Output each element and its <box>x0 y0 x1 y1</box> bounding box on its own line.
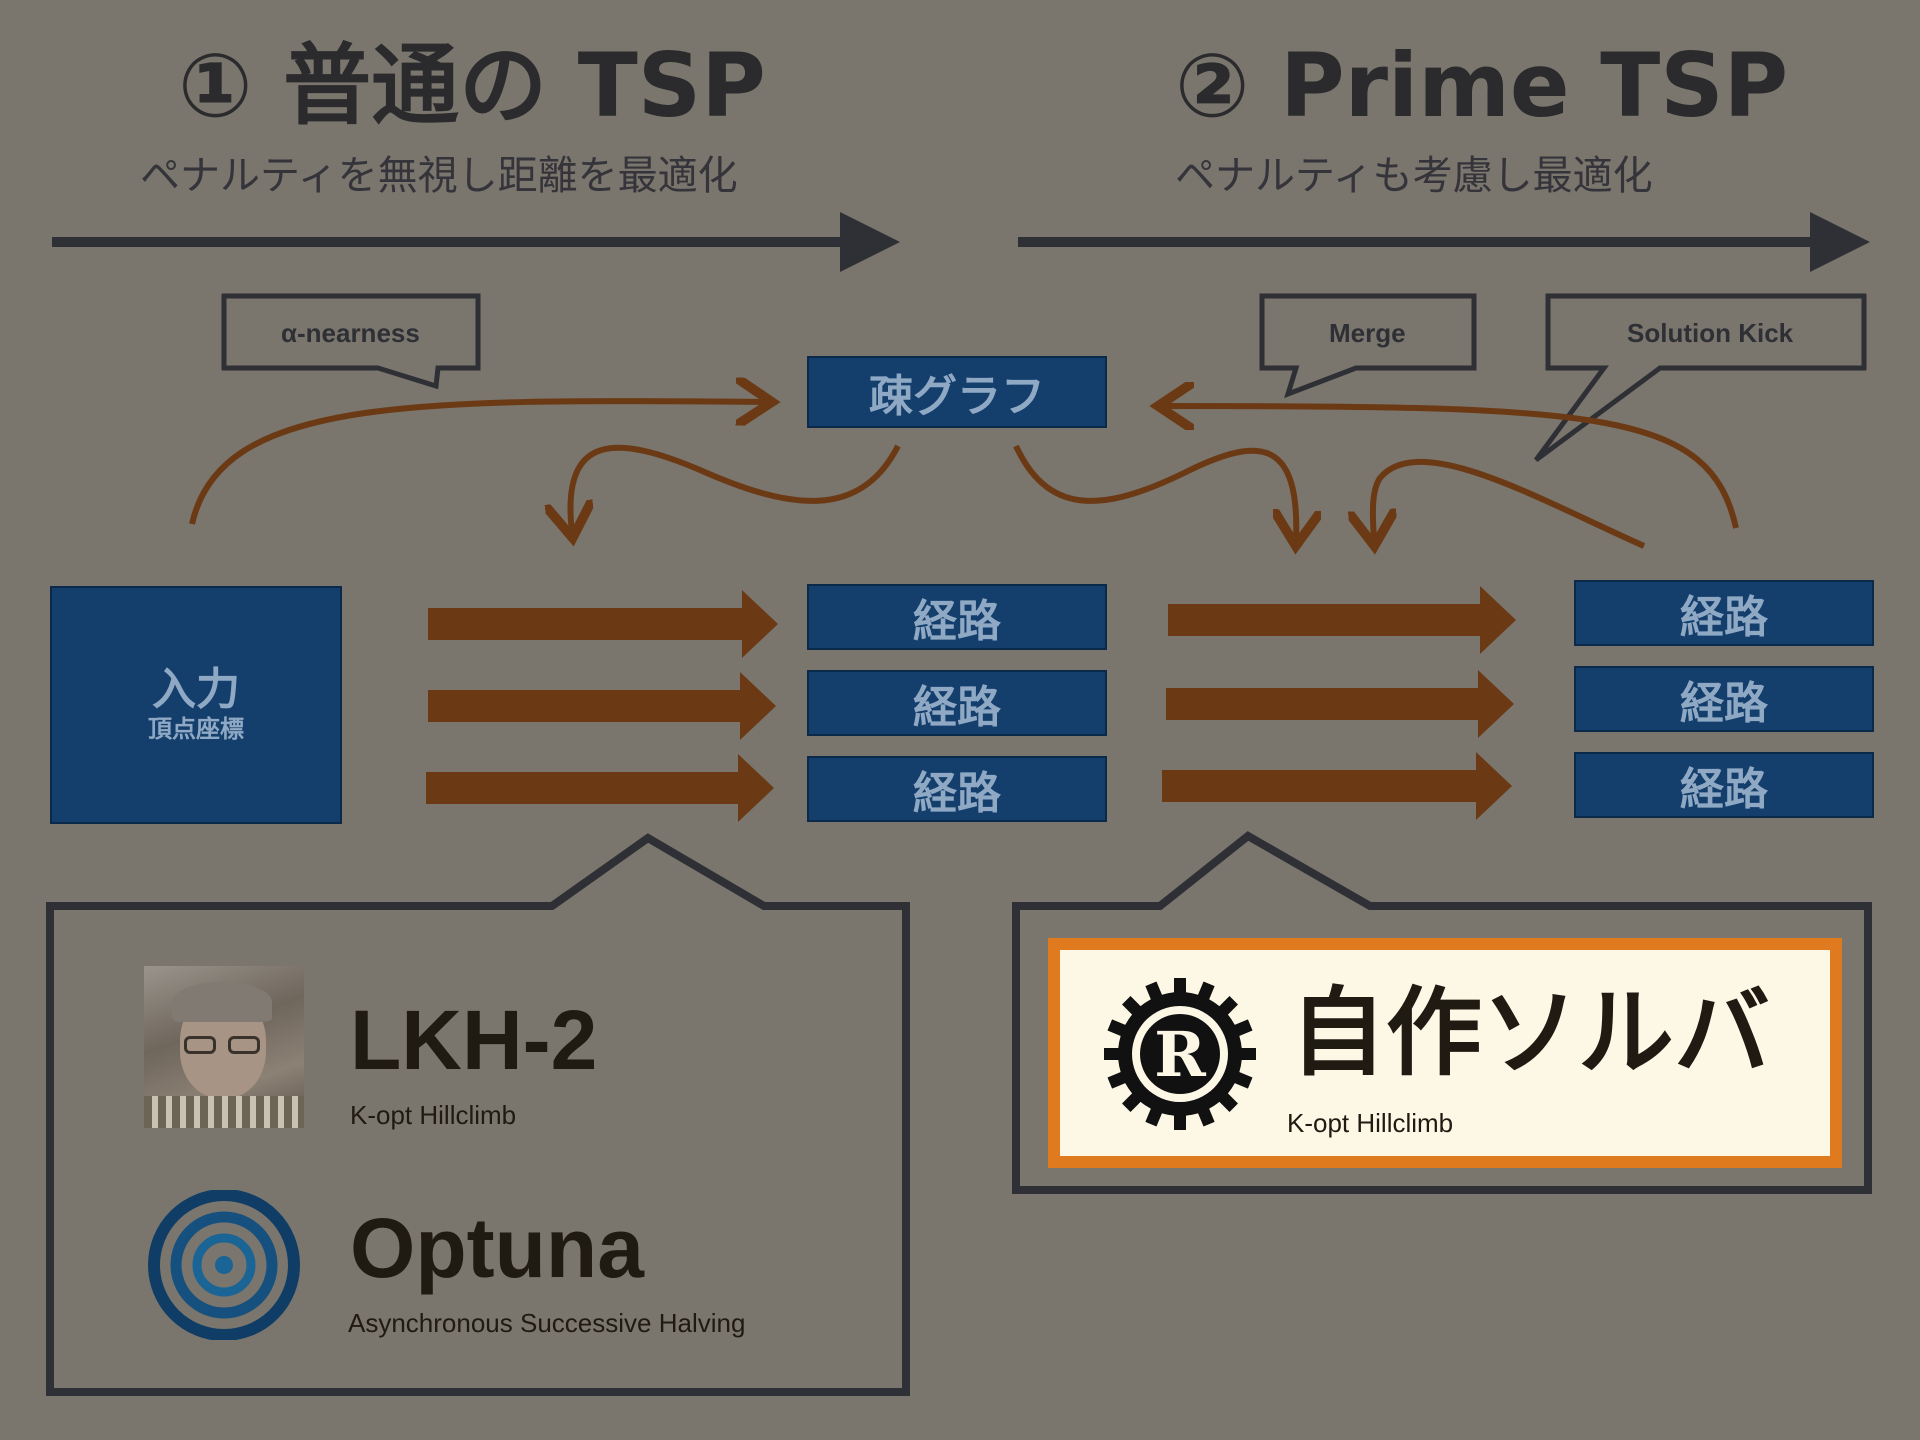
input-title: 入力 <box>152 664 240 716</box>
route-left-2: 経路 <box>807 670 1107 736</box>
route-label: 経路 <box>1680 764 1768 815</box>
left-subtitle: ペナルティを無視し距離を最適化 <box>140 153 738 199</box>
right-subtitle: ペナルティも考慮し最適化 <box>1175 153 1653 199</box>
route-right-1: 経路 <box>1574 580 1874 646</box>
route-label: 経路 <box>1680 678 1768 729</box>
route-label: 経路 <box>913 682 1001 733</box>
route-right-2: 経路 <box>1574 666 1874 732</box>
curve-input-to-graph <box>189 401 766 525</box>
callout-alpha-label: α-nearness <box>281 318 420 348</box>
curve-graph-to-right-arrows <box>1013 444 1296 540</box>
input-subtitle: 頂点座標 <box>148 714 244 743</box>
callout-alpha-outline <box>221 293 481 390</box>
curve-routes-to-graph <box>1164 406 1739 529</box>
route-left-3: 経路 <box>807 756 1107 822</box>
route-label: 経路 <box>1680 592 1768 643</box>
curve-routes-to-right-arrows <box>1373 458 1646 546</box>
optuna-name: Optuna <box>350 1201 644 1295</box>
block-arrows-left <box>426 590 778 822</box>
callout-kick-outline <box>1533 293 1867 463</box>
rust-logo-letter: R <box>1154 1018 1206 1091</box>
callout-merge-label: Merge <box>1329 318 1406 348</box>
lkh-name: LKH-2 <box>350 993 598 1087</box>
sparse-graph-label: 疎グラフ <box>869 371 1045 422</box>
custom-solver-name: 自作ソルバ <box>1290 980 1770 1087</box>
lkh-desc: K-opt Hillclimb <box>350 1100 517 1130</box>
route-left-1: 経路 <box>807 584 1107 650</box>
callout-kick-label: Solution Kick <box>1627 318 1794 348</box>
right-title: ② Prime TSP <box>1175 34 1789 137</box>
route-right-3: 経路 <box>1574 752 1874 818</box>
curve-graph-to-left-arrows <box>570 444 901 532</box>
callout-merge-outline <box>1259 293 1477 399</box>
route-label: 経路 <box>913 768 1001 819</box>
rust-logo-icon: R <box>1104 978 1256 1130</box>
route-label: 経路 <box>913 596 1001 647</box>
lkh-author-photo <box>144 966 304 1128</box>
sparse-graph-box: 疎グラフ <box>807 356 1107 428</box>
input-box: 入力 頂点座標 <box>50 586 342 824</box>
custom-solver-desc: K-opt Hillclimb <box>1287 1108 1454 1138</box>
optuna-desc: Asynchronous Successive Halving <box>348 1308 746 1338</box>
left-title: ① 普通の TSP <box>178 34 766 137</box>
block-arrows-right <box>1162 586 1516 820</box>
optuna-logo <box>148 1190 300 1340</box>
